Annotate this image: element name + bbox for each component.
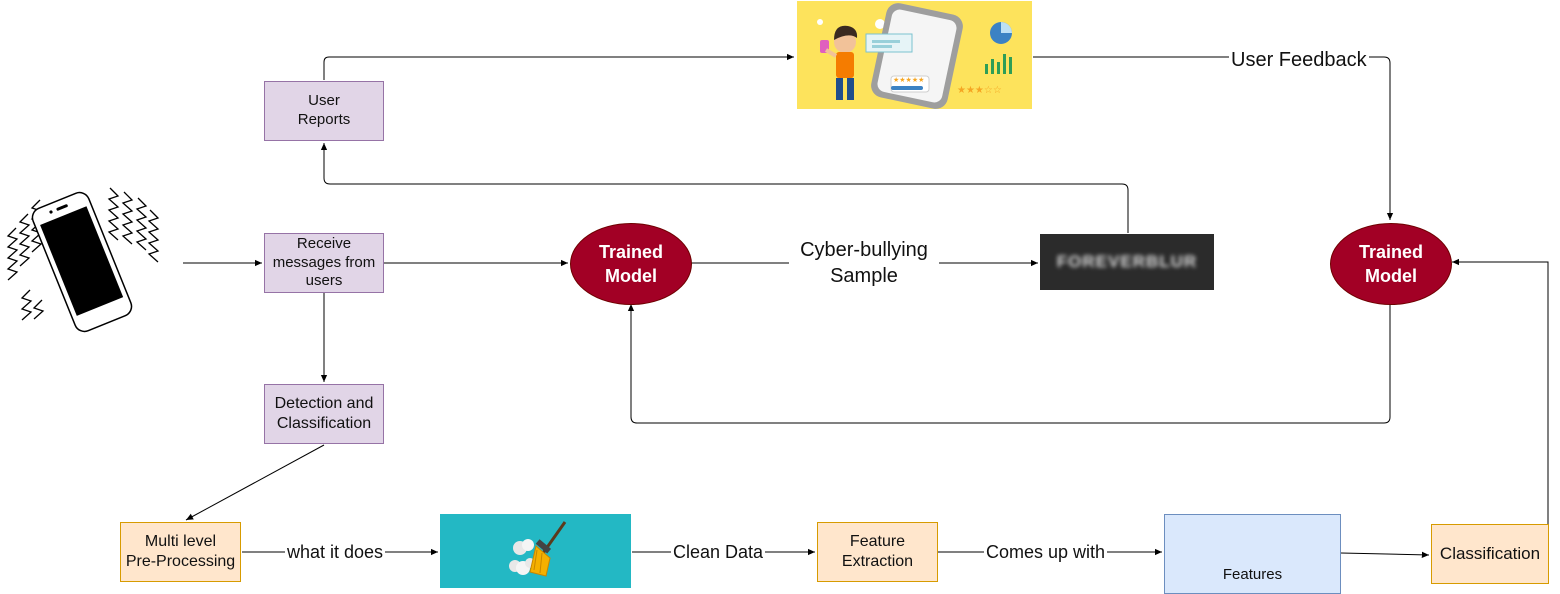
edges <box>183 53 1549 559</box>
clean-data-label: Clean Data <box>671 541 766 565</box>
cyber-bullying-sample-label: Cyber-bullying Sample <box>789 237 939 289</box>
broom-icon <box>440 514 631 588</box>
blurred-sample-image: FOREVERBLUR <box>1040 234 1214 290</box>
preprocessing-node: Multi level Pre-Processing <box>120 522 241 582</box>
vibrating-phone-icon <box>6 187 160 333</box>
trained-model-left: Trained Model <box>570 223 692 305</box>
user-reports-node: User Reports <box>264 81 384 141</box>
feedback-illustration-icon: ★★★★★ ★★★☆☆ <box>797 1 1032 109</box>
edge-reports-to-feedback <box>323 53 794 80</box>
edge-classification-to-model <box>1452 258 1549 527</box>
blurred-sample-text: FOREVERBLUR <box>1056 252 1198 271</box>
svg-text:★★★☆☆: ★★★☆☆ <box>957 85 1002 96</box>
svg-text:★★★★★: ★★★★★ <box>893 76 924 84</box>
detection-classification-node: Detection and Classification <box>264 384 384 444</box>
edge-retrain-loop <box>627 303 1391 424</box>
features-label: Features <box>1222 566 1283 584</box>
user-feedback-label: User Feedback <box>1229 47 1369 73</box>
edge-features-to-classification <box>1340 551 1430 559</box>
edge-detection-to-preprocessing <box>185 444 325 521</box>
feature-extraction-node: Feature Extraction <box>817 522 938 582</box>
edge-sample-to-reports <box>320 143 1129 233</box>
trained-model-right: Trained Model <box>1330 223 1452 305</box>
receive-messages-node: Receive messages from users <box>264 233 384 293</box>
edge-user-feedback <box>1033 56 1394 220</box>
features-node: Features <box>1164 514 1341 594</box>
what-it-does-label: what it does <box>285 541 386 565</box>
classification-node: Classification <box>1431 524 1549 584</box>
comes-up-with-label: Comes up with <box>984 541 1108 565</box>
